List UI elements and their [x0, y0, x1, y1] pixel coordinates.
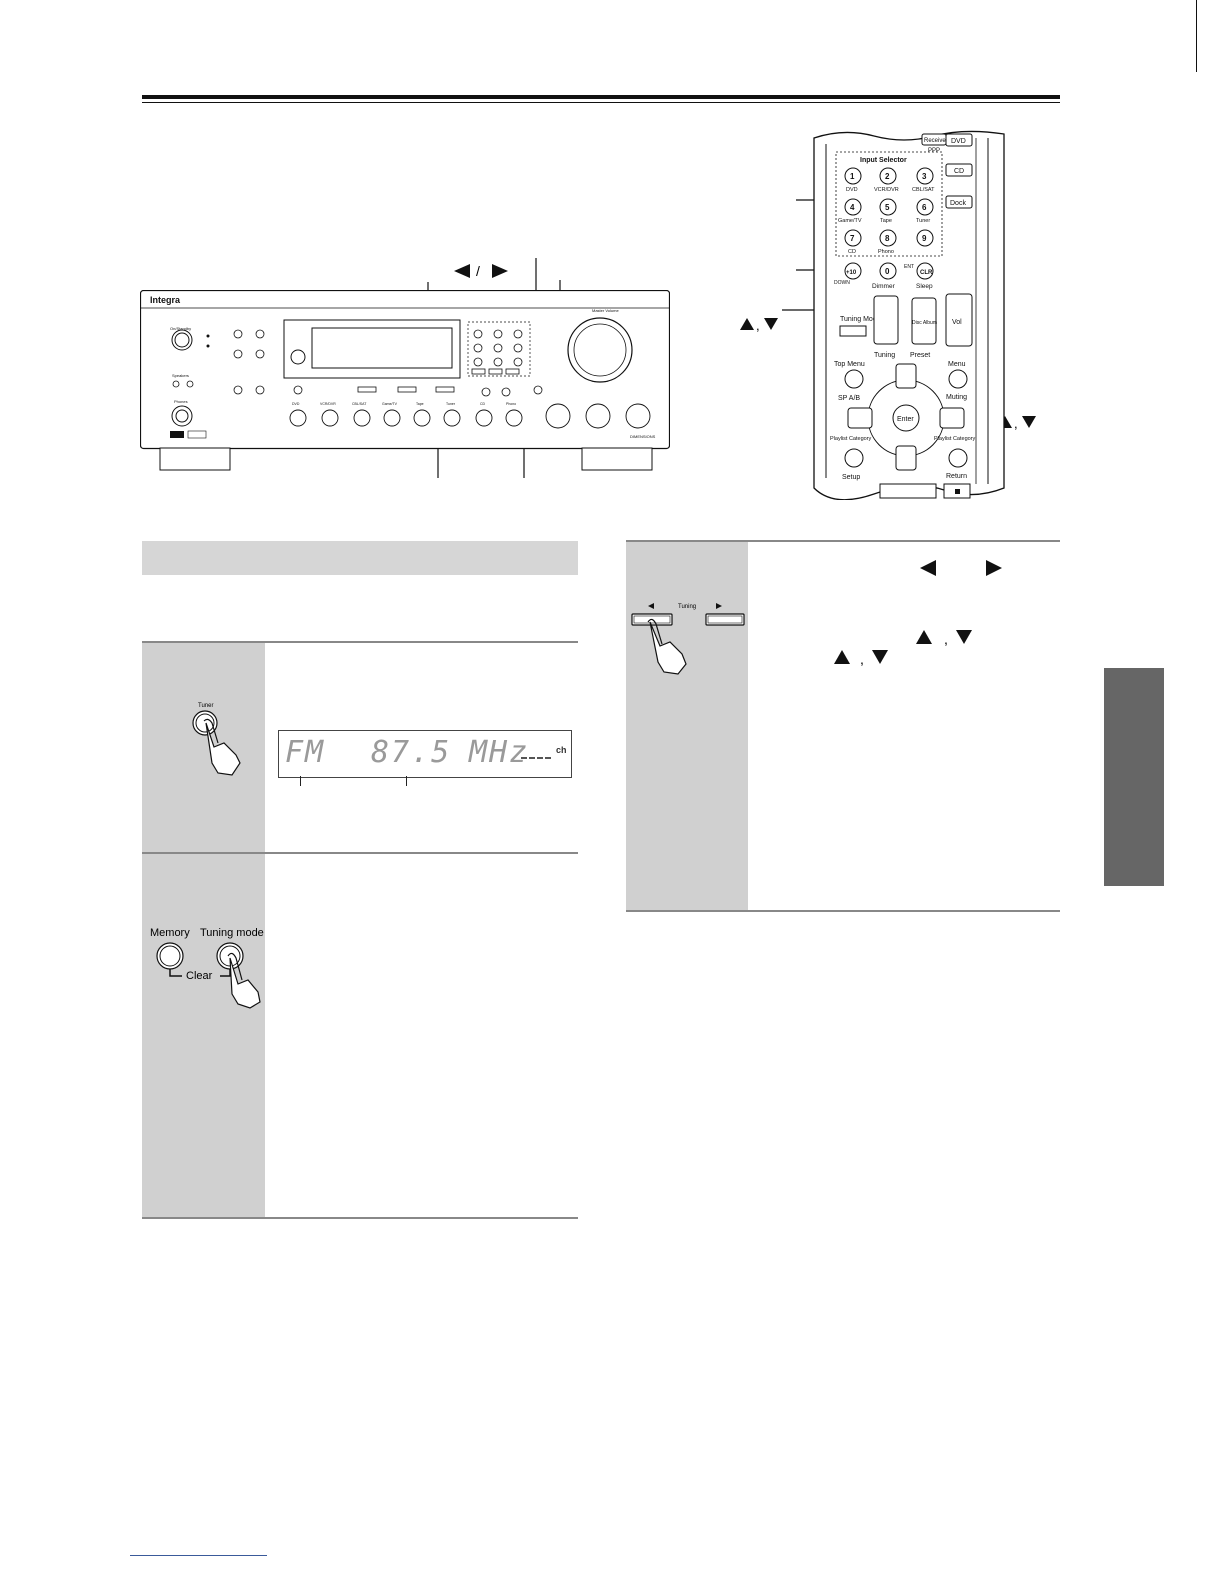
remote-num-3: 3	[922, 172, 927, 181]
remote-num-8: 8	[885, 234, 890, 243]
on-standby-label: On/Standby	[170, 326, 191, 331]
tuner-button-label: Tuner	[198, 703, 213, 709]
rx-input-cbl: CBL/SAT	[352, 402, 367, 406]
remote-menu: Menu	[948, 361, 966, 368]
remote-ppp-label: PPP	[928, 148, 940, 154]
panel3-arrow-glyphs-2: ,	[834, 650, 888, 667]
display-ch: ch	[556, 745, 567, 755]
rx-input-phono: Phono	[506, 402, 516, 406]
svg-text:,: ,	[756, 318, 760, 333]
remote-control: Receiver DVD CD Dock PPP Input Selector …	[813, 130, 1005, 500]
remote-label-tuner: Tuner	[916, 218, 930, 224]
remote-sp-ab: SP A/B	[838, 395, 860, 402]
chapter-side-tab	[1104, 668, 1164, 886]
remote-cd-label: CD	[954, 168, 964, 175]
memory-label: Memory	[150, 927, 190, 939]
remote-down-label: DOWN	[834, 280, 850, 286]
header-rule-thin	[142, 102, 1060, 103]
tuning-buttons-illustration: Tuning	[631, 603, 745, 675]
remote-muting: Muting	[946, 394, 967, 401]
step-panel-1-illustration: Tuner	[142, 643, 265, 854]
fm-display-window: FM 87.5 MHz ch	[278, 730, 572, 778]
header-rule	[142, 95, 1060, 99]
remote-num-0: 0	[885, 267, 890, 276]
remote-sleep: Sleep	[916, 283, 933, 290]
step-panel-1: Tuner	[142, 641, 578, 854]
rx-input-vcr: VCR/DVR	[320, 402, 336, 406]
remote-label-game: Game/TV	[838, 218, 862, 224]
remote-tuning: Tuning	[874, 352, 895, 359]
master-volume-label: Master Volume	[592, 308, 619, 313]
step-panel-3: Tuning	[626, 540, 1060, 912]
step-panel-3-illustration: Tuning	[626, 542, 748, 910]
remote-dvd-label: DVD	[951, 138, 966, 145]
remote-dock-label: Dock	[950, 200, 966, 207]
remote-label-dvd: DVD	[846, 187, 858, 193]
remote-disc-album: Disc Album	[912, 320, 937, 326]
display-tick-band	[300, 776, 301, 786]
step-panel-2-illustration: Memory Tuning mode Clear	[142, 854, 265, 1217]
svg-text:,: ,	[860, 651, 864, 667]
svg-text:,: ,	[944, 631, 948, 647]
panel3-arrow-glyphs: ,	[916, 560, 1002, 647]
remote-dimmer: Dimmer	[872, 283, 896, 290]
remote-tuning-mode: Tuning Mode	[840, 316, 881, 323]
svg-text:,: ,	[1014, 416, 1018, 431]
receiver-brand: Integra	[150, 295, 181, 305]
svg-text:/: /	[476, 263, 480, 279]
remote-label-cbl: CBL/SAT	[912, 187, 935, 193]
speakers-label: Speakers	[172, 373, 189, 378]
remote-vol: Vol	[952, 319, 962, 326]
remote-playlist-left: Playlist Category	[830, 436, 872, 442]
remote-top-menu: Top Menu	[834, 361, 865, 368]
remote-enter: Enter	[897, 416, 914, 423]
remote-plus10: +10	[846, 270, 857, 276]
receiver-front-panel: Integra Master Volume On/Standby Speaker…	[140, 290, 670, 471]
callout-lines: / , ,	[427, 199, 1036, 478]
memory-tuning-mode-illustration: Memory Tuning mode Clear	[150, 927, 264, 1009]
rx-input-dvd: DVD	[292, 402, 300, 406]
rx-input-game: Game/TV	[382, 402, 398, 406]
remote-clr: CLR	[920, 270, 933, 276]
remote-return: Return	[946, 473, 967, 480]
remote-num-6: 6	[922, 203, 927, 212]
remote-num-1: 1	[850, 172, 855, 181]
clear-label: Clear	[186, 970, 213, 982]
remote-input-selector-label: Input Selector	[860, 157, 907, 164]
rx-input-tuner: Tuner	[446, 402, 456, 406]
remote-ent-label: ENT	[904, 264, 914, 270]
display-unit: MHz	[469, 735, 530, 770]
remote-label-phono: Phono	[878, 249, 894, 255]
remote-label-tape: Tape	[880, 218, 892, 224]
remote-num-5: 5	[885, 203, 890, 212]
remote-num-9: 9	[922, 234, 927, 243]
tuning-mode-label: Tuning mode	[200, 927, 264, 939]
rx-dimensions-label: DIMENSIONS	[630, 434, 656, 439]
display-channel-dashes	[521, 757, 551, 761]
display-band: FM	[285, 735, 326, 770]
section-heading-band	[142, 541, 578, 575]
phones-label: Phones	[174, 399, 188, 404]
display-frequency: 87.5	[371, 735, 452, 770]
corner-crop-line	[1196, 0, 1197, 72]
remote-playlist-right: Playlist Category	[934, 436, 976, 442]
remote-setup: Setup	[842, 474, 860, 481]
remote-num-4: 4	[850, 203, 855, 212]
remote-label-vcr: VCR/DVR	[874, 187, 899, 193]
remote-num-2: 2	[885, 172, 890, 181]
display-tick-freq	[406, 776, 407, 786]
tuner-button-illustration: Tuner	[192, 703, 241, 776]
rx-input-cd: CD	[480, 402, 486, 406]
remote-receiver-label: Receiver	[924, 138, 948, 144]
step-panel-2: Memory Tuning mode Clear	[142, 852, 578, 1219]
remote-preset: Preset	[910, 352, 930, 359]
remote-num-7: 7	[850, 234, 855, 243]
tuning-buttons-label: Tuning	[678, 604, 696, 610]
footer-link-underline[interactable]	[130, 1555, 267, 1556]
rx-input-tape: Tape	[416, 402, 424, 406]
remote-label-cd: CD	[848, 249, 856, 255]
